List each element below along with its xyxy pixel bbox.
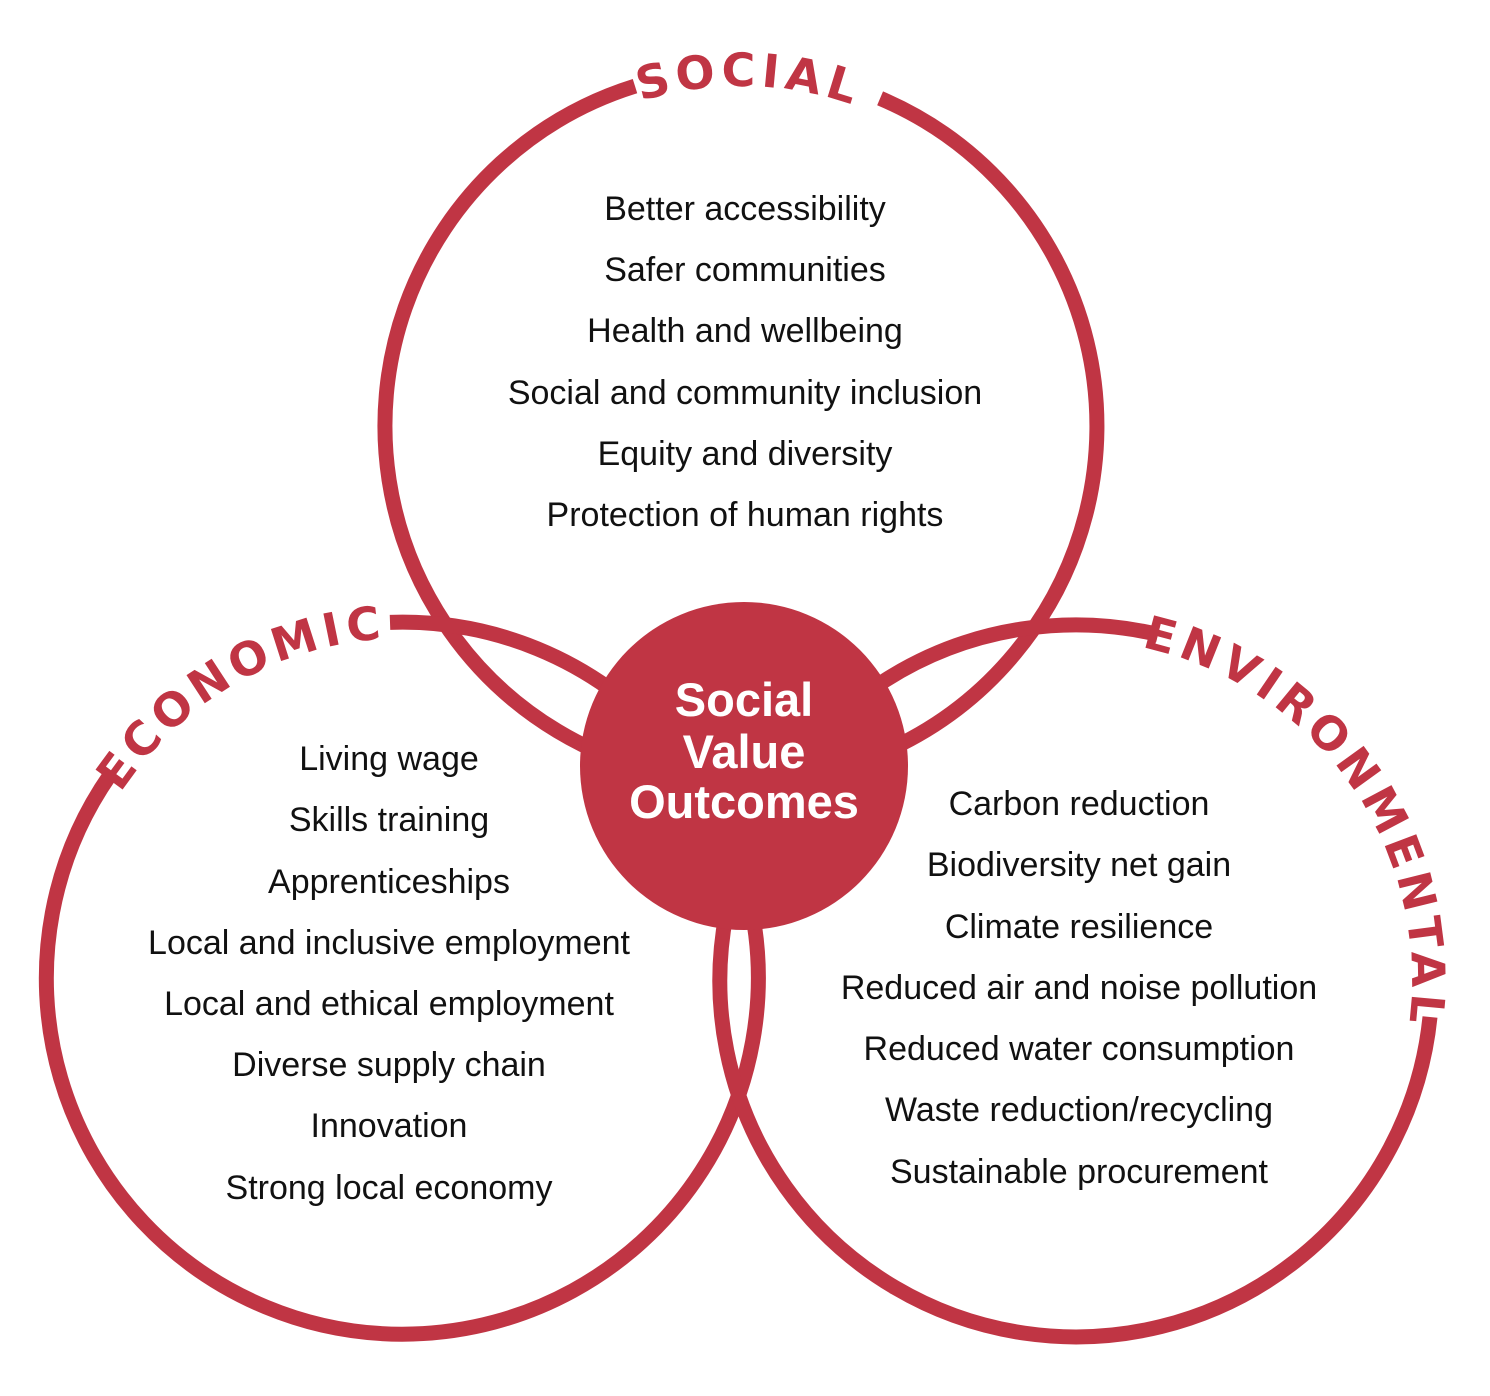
economic-item: Innovation xyxy=(311,1107,468,1145)
hub-circle xyxy=(580,602,908,930)
environmental-items: Carbon reduction Biodiversity net gain C… xyxy=(841,785,1317,1191)
social-item: Better accessibility xyxy=(604,190,886,228)
environmental-item: Reduced air and noise pollution xyxy=(841,969,1317,1007)
social-item: Safer communities xyxy=(604,251,886,289)
environmental-item: Biodiversity net gain xyxy=(927,846,1231,884)
social-items: Better accessibility Safer communities H… xyxy=(508,190,982,534)
social-item: Protection of human rights xyxy=(547,496,944,534)
economic-item: Apprenticeships xyxy=(268,863,510,901)
economic-item: Diverse supply chain xyxy=(232,1046,546,1084)
social-item: Health and wellbeing xyxy=(587,312,903,350)
environmental-item: Waste reduction/recycling xyxy=(885,1091,1273,1129)
environmental-item: Climate resilience xyxy=(945,908,1213,946)
environmental-ring xyxy=(712,617,1438,1345)
social-label: SOCIAL xyxy=(630,43,871,117)
environmental-circle xyxy=(712,617,1438,1345)
social-item: Equity and diversity xyxy=(598,435,893,473)
economic-item: Strong local economy xyxy=(226,1169,553,1207)
economic-item: Local and ethical employment xyxy=(164,985,614,1023)
environmental-item: Sustainable procurement xyxy=(890,1153,1269,1191)
environmental-item: Reduced water consumption xyxy=(864,1030,1295,1068)
economic-item: Local and inclusive employment xyxy=(148,924,630,962)
center-hub: Social Value Outcomes xyxy=(580,602,908,930)
hub-line-2: Value xyxy=(683,725,806,778)
hub-line-1: Social xyxy=(675,673,813,726)
hub-line-3: Outcomes xyxy=(629,775,859,828)
social-item: Social and community inclusion xyxy=(508,374,982,412)
economic-items: Living wage Skills training Apprenticesh… xyxy=(148,740,630,1207)
economic-item: Living wage xyxy=(299,740,479,778)
environmental-item: Carbon reduction xyxy=(949,785,1210,823)
economic-item: Skills training xyxy=(289,801,489,839)
